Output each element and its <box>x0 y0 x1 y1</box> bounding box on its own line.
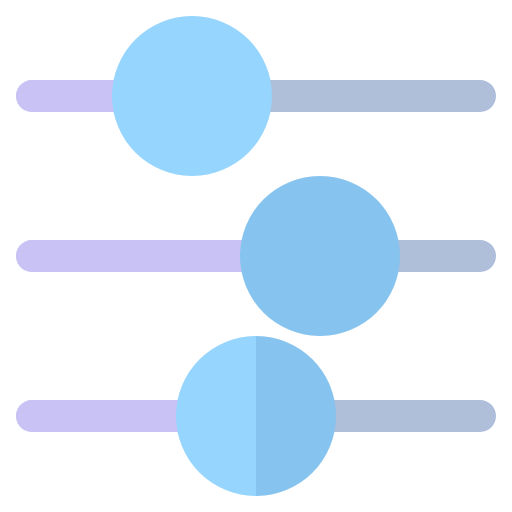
slider-3-knob-left[interactable] <box>176 336 256 496</box>
slider-3-knob-right[interactable] <box>256 336 336 496</box>
slider-2-knob[interactable] <box>240 176 400 336</box>
slider-1-knob[interactable] <box>112 16 272 176</box>
